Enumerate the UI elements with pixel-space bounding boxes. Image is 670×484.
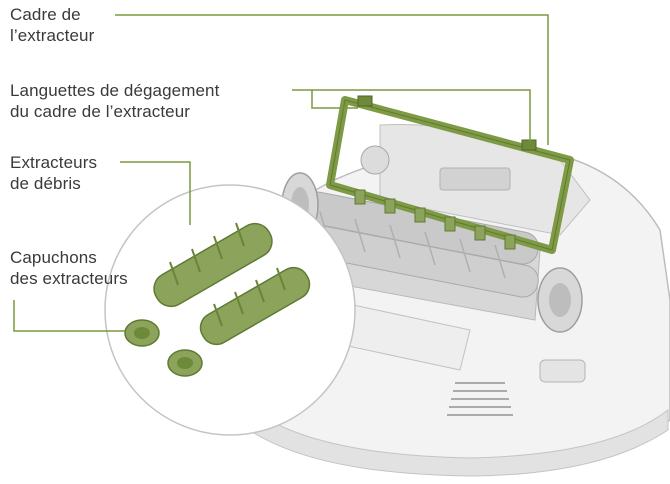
debris-extractor-1 [153,222,273,308]
release-tab-left [357,95,373,107]
extractor-cap-2 [167,349,203,377]
label-extractor-frame-line2: l’extracteur [10,26,95,45]
parts-magnifier [104,184,356,436]
extractor-frame [326,95,574,254]
label-extractor-caps-line1: Capuchons [10,248,97,267]
leader-cadre [115,14,549,145]
leader-capuchons [13,300,125,332]
installed-brushes [301,191,539,298]
leader-languettes-1 [292,89,358,109]
release-tab-right [521,139,537,151]
label-debris-extractors-line1: Extracteurs [10,153,98,172]
label-extractor-caps-line2: des extracteurs [10,269,128,288]
label-extractor-frame: Cadre de l’extracteur [10,4,94,46]
label-debris-extractors: Extracteurs de débris [10,152,97,194]
leader-extracteurs [120,161,191,225]
right-wheel [537,267,583,333]
label-debris-extractors-line2: de débris [10,174,81,193]
extractor-cap-1 [124,319,160,347]
label-extractor-frame-line1: Cadre de [10,5,81,24]
label-extractor-caps: Capuchons des extracteurs [10,247,128,289]
robot-vent [447,382,513,416]
label-release-tabs-line1: Languettes de dégagement [10,81,220,100]
robot-side-band [235,399,669,477]
side-brush-hub [360,145,390,175]
label-release-tabs: Languettes de dégagement du cadre de l’e… [10,80,219,122]
leader-lines [13,14,549,332]
label-release-tabs-line2: du cadre de l’extracteur [10,102,191,121]
leader-languettes-2 [312,89,531,142]
robot-mesh [439,167,511,191]
debris-extractor-2 [199,266,311,346]
robot-slot [539,359,586,383]
frame-teeth [354,189,516,250]
